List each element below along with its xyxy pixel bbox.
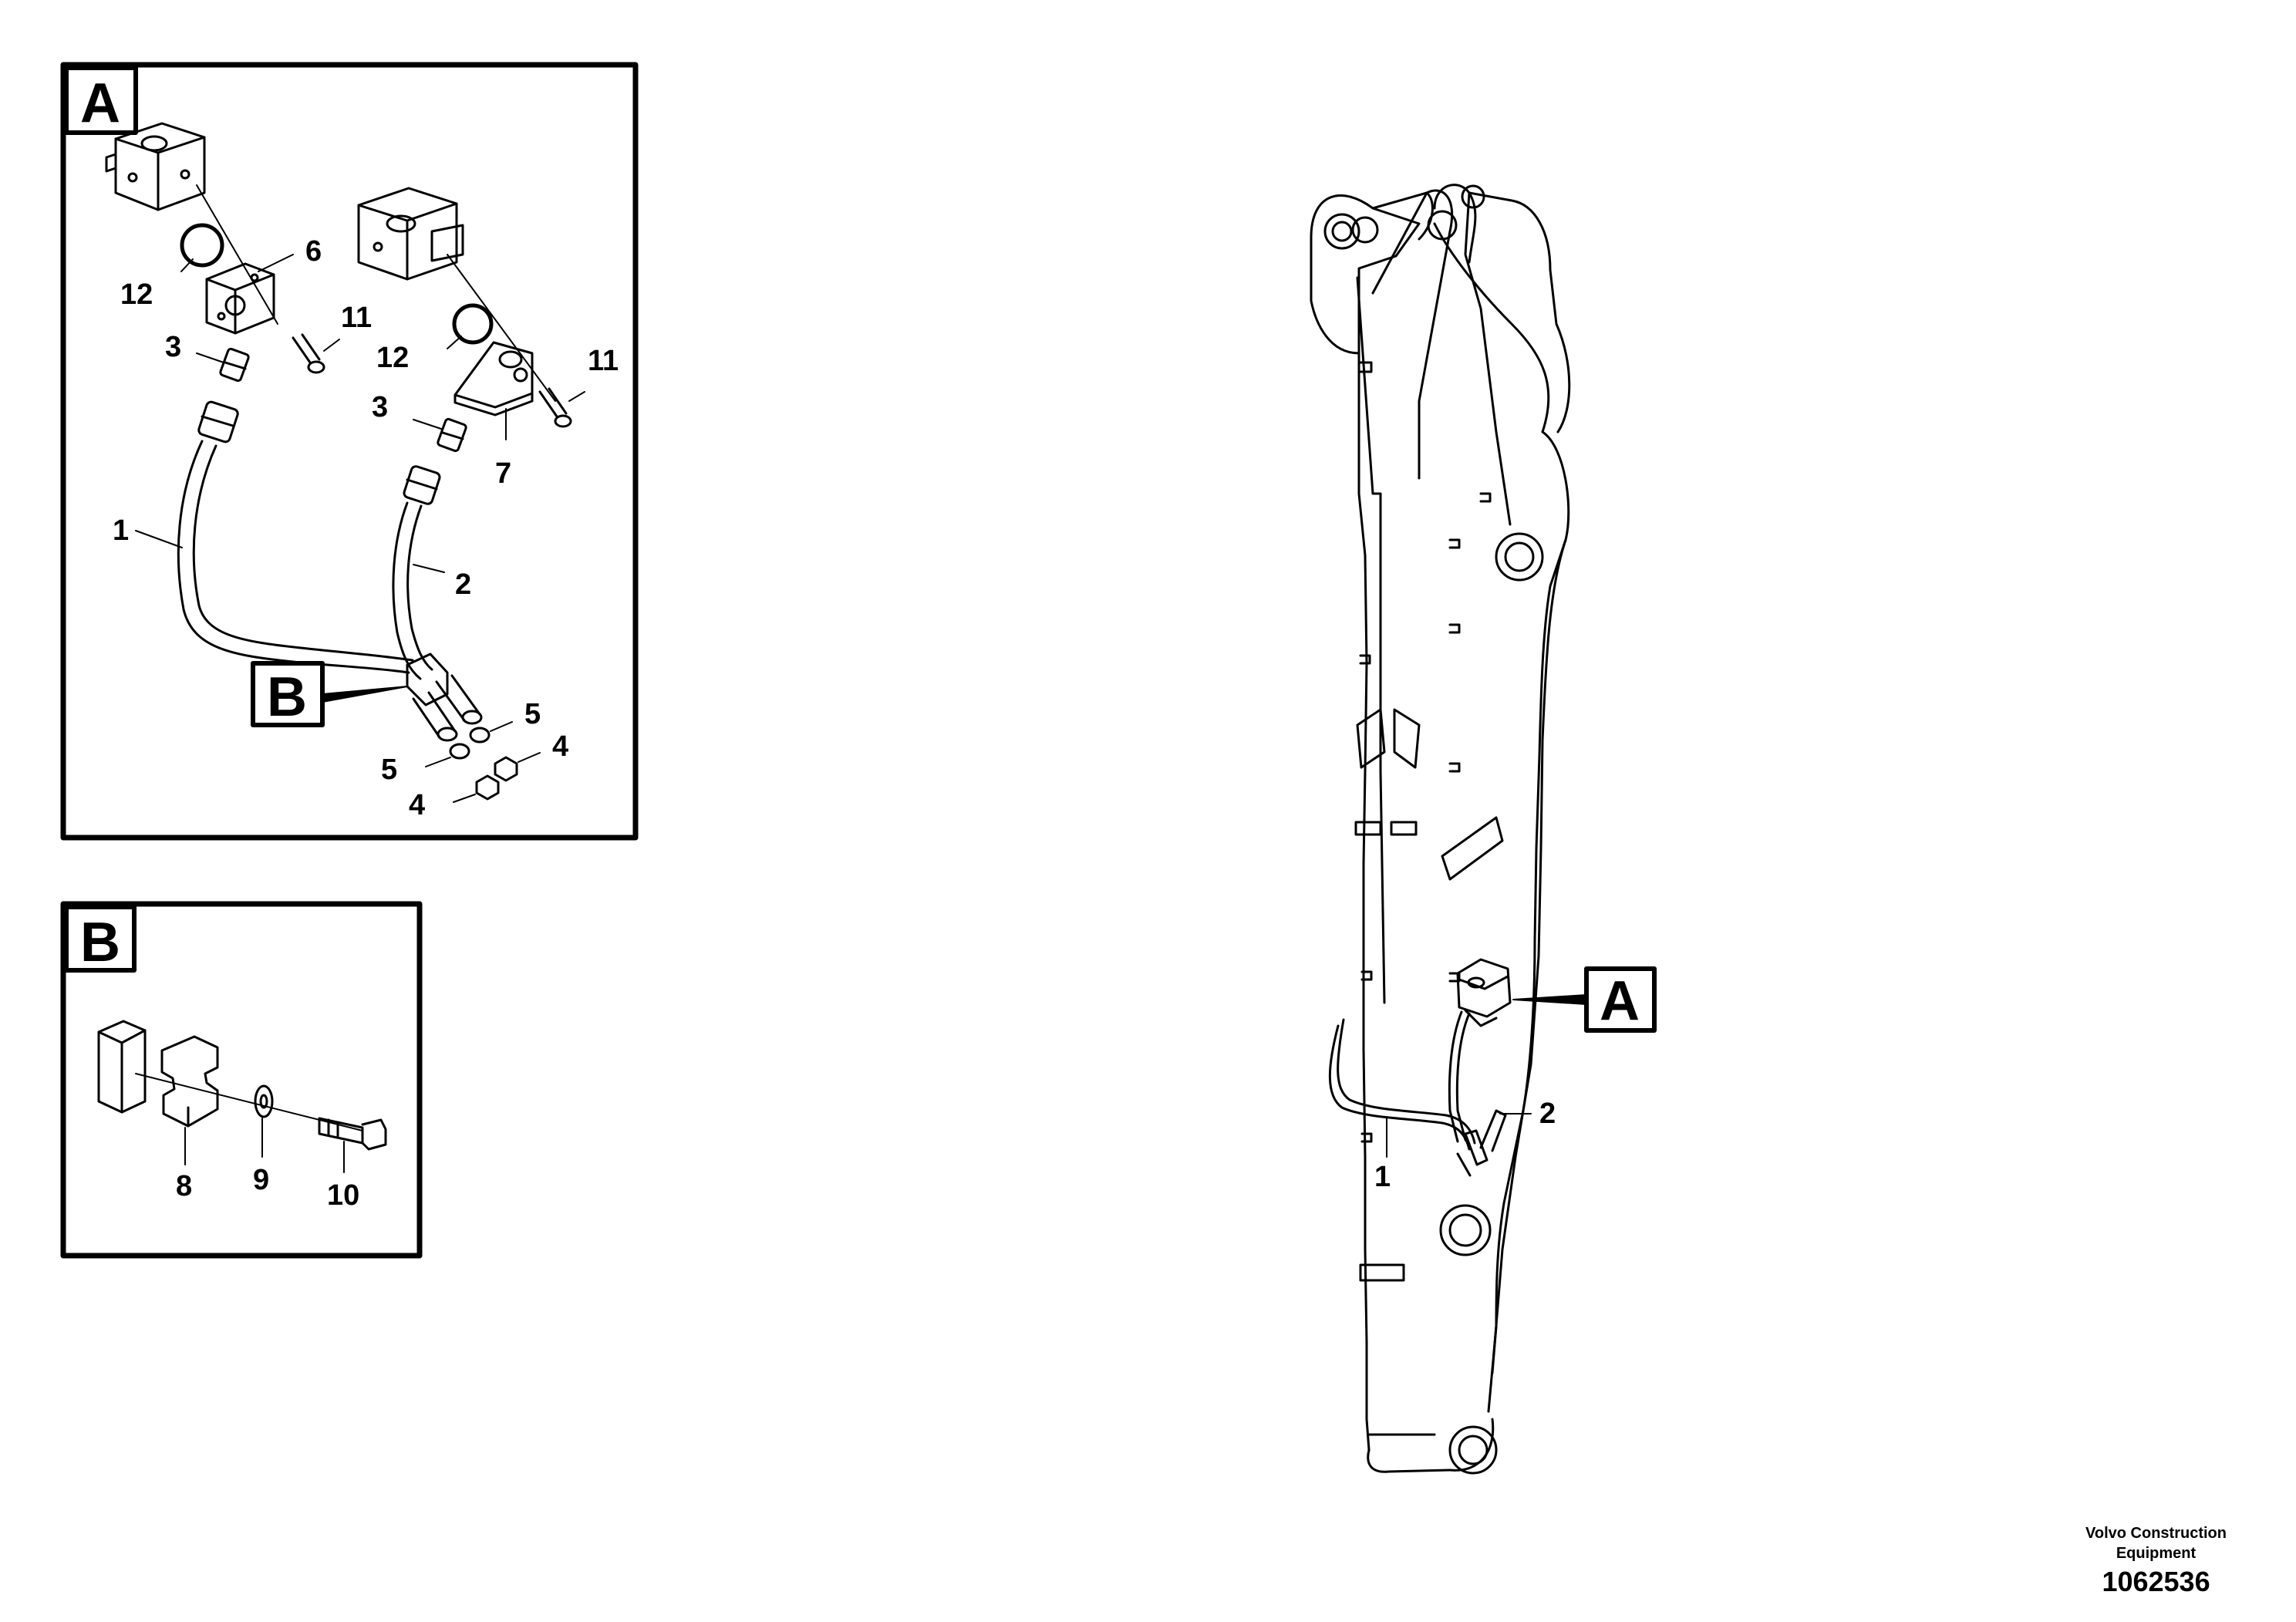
callout-4-left: 4 — [409, 789, 425, 821]
cap-5-left — [449, 743, 470, 760]
ref-box-a — [1584, 966, 1657, 1033]
o-ring-12-left — [180, 223, 224, 268]
panel-b-letter-box — [64, 905, 137, 973]
callout-12-right: 12 — [376, 342, 409, 374]
bolt-10 — [318, 1117, 387, 1151]
callout-7: 7 — [495, 457, 511, 490]
ref-label-a: A — [1600, 970, 1640, 1032]
panel-a-letter-box — [64, 66, 138, 135]
nut-4-left — [475, 774, 500, 801]
bolt-11-left — [292, 333, 325, 374]
hose-1-detail — [177, 400, 414, 674]
callout-11-left: 11 — [341, 302, 372, 334]
flange-7 — [453, 341, 534, 416]
callout-9: 9 — [253, 1164, 269, 1196]
callout-1: 1 — [113, 514, 129, 547]
footer-credit: Volvo Construction Equipment 1062536 — [2085, 1523, 2227, 1599]
clamp-assembly — [406, 653, 483, 742]
detail-panel-a — [60, 62, 639, 841]
adapter-3-right — [437, 417, 467, 453]
callout-5-right: 5 — [524, 698, 541, 730]
detail-panel-b — [60, 901, 423, 1259]
boom-valve-block — [1456, 958, 1512, 1027]
panel-b-letter: B — [80, 912, 120, 973]
valve-block-right — [357, 187, 464, 281]
o-ring-12-right — [452, 303, 494, 345]
callout-3-right: 3 — [372, 391, 388, 423]
ref-box-b — [251, 661, 325, 727]
callout-4-right: 4 — [552, 730, 568, 763]
company-name-line2: Equipment — [2116, 1545, 2197, 1562]
ref-label-b: B — [267, 666, 307, 728]
hose-2-detail — [392, 465, 441, 680]
callout-8: 8 — [176, 1170, 192, 1202]
adapter-3-left — [219, 347, 250, 383]
labels: A B B A 12 6 11 3 12 11 3 7 1 2 5 4 5 4 … — [80, 73, 1640, 1212]
panel-a-letter: A — [80, 73, 120, 134]
callout-1-boom: 1 — [1374, 1161, 1391, 1193]
callout-2: 2 — [455, 568, 471, 601]
boom-arm — [1310, 184, 1571, 1475]
boom-hoses — [1328, 1010, 1507, 1177]
company-name-line1: Volvo Construction — [2085, 1525, 2227, 1542]
washer-9 — [254, 1084, 274, 1118]
callout-12-left: 12 — [120, 278, 153, 311]
callout-2-boom: 2 — [1539, 1098, 1556, 1130]
bolt-11-right — [538, 387, 572, 428]
flange-6 — [205, 262, 275, 335]
callout-11-right: 11 — [588, 345, 619, 377]
nut-4-right — [494, 756, 518, 782]
callout-10: 10 — [327, 1179, 359, 1212]
cap-5-right — [469, 727, 491, 744]
callout-5-left: 5 — [381, 754, 397, 786]
valve-block-left — [105, 122, 206, 211]
callout-3-left: 3 — [165, 331, 181, 363]
clamp-block-8 — [97, 1020, 219, 1128]
drawing-number: 1062536 — [2102, 1566, 2210, 1597]
callout-6: 6 — [305, 235, 322, 268]
